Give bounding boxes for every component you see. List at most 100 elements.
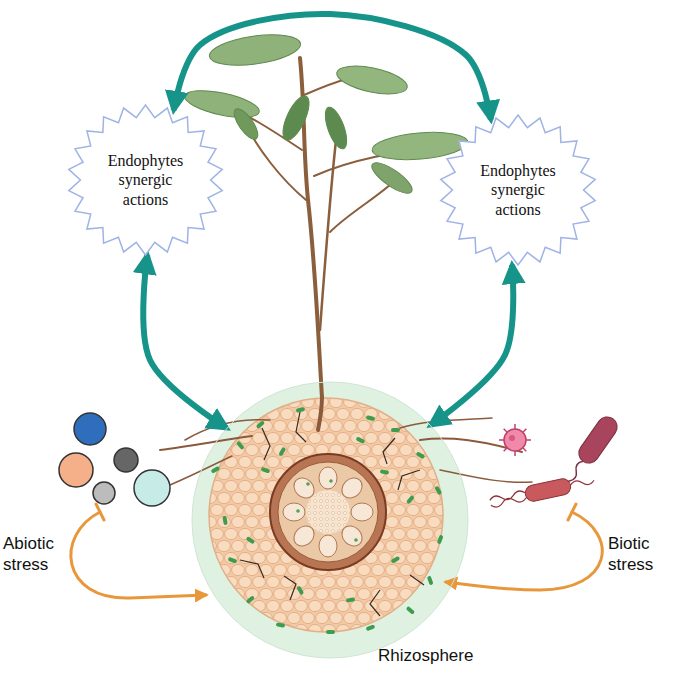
endophyte-cells bbox=[434, 486, 442, 496]
abiotic-particles bbox=[74, 413, 106, 445]
root-cross-section bbox=[290, 522, 318, 550]
endophyte-cells bbox=[296, 407, 306, 413]
hyphae bbox=[262, 428, 270, 460]
hyphae bbox=[296, 412, 306, 442]
plant-leaves bbox=[183, 30, 469, 199]
endophyte-cells bbox=[296, 586, 304, 596]
endophyte-cells bbox=[276, 622, 286, 628]
root-cross-section bbox=[296, 479, 358, 542]
endophyte-cells bbox=[366, 624, 376, 631]
endophyte-cells bbox=[211, 466, 221, 474]
node-text: Endophytes synergic actions bbox=[96, 151, 196, 209]
root-cross-section bbox=[192, 382, 468, 658]
plant-leaves bbox=[368, 158, 416, 199]
endophyte-cells bbox=[211, 407, 444, 634]
text-holder: Endophytes synergic actions bbox=[440, 115, 596, 265]
hyphae bbox=[240, 560, 264, 578]
root-cross-section bbox=[338, 474, 366, 502]
pathogens bbox=[509, 435, 515, 441]
starburst-outline bbox=[69, 105, 222, 255]
pathogens bbox=[570, 477, 595, 488]
root-cross-section bbox=[283, 467, 373, 557]
root-cross-section bbox=[192, 382, 468, 658]
double-arrow bbox=[430, 265, 513, 426]
pathogens bbox=[489, 490, 525, 503]
abiotic-particles bbox=[134, 470, 170, 506]
pathogens bbox=[575, 413, 621, 467]
root-cross-section bbox=[283, 503, 305, 521]
abiotic-particles bbox=[114, 448, 138, 472]
root-cross-section bbox=[306, 482, 310, 486]
endophyte-cells bbox=[391, 556, 401, 564]
root-cross-section bbox=[209, 398, 443, 632]
plant-leaves bbox=[207, 30, 302, 71]
plant-leaves bbox=[278, 92, 315, 143]
endophyte-cells bbox=[406, 606, 415, 615]
circle-outline bbox=[192, 382, 468, 658]
endophyte-cells bbox=[246, 536, 256, 544]
root-cross-section bbox=[354, 538, 358, 542]
pathogens bbox=[499, 424, 531, 456]
stress-arrows bbox=[96, 504, 104, 520]
plant-roots bbox=[318, 396, 322, 430]
starburst-node: Endophytes synergic actions bbox=[440, 115, 596, 265]
starburst-node: Endophytes synergic actions bbox=[68, 105, 223, 255]
stress-label: Abiotic stress bbox=[3, 533, 75, 576]
stress-arrows bbox=[568, 504, 576, 520]
endophyte-cells bbox=[246, 595, 255, 604]
plant-roots bbox=[400, 418, 492, 428]
node-text: Endophytes synergic actions bbox=[468, 161, 568, 219]
root-cross-section bbox=[319, 535, 337, 557]
hyphae bbox=[370, 590, 380, 616]
stress-arrows bbox=[71, 512, 206, 598]
plant-leaves bbox=[334, 61, 409, 99]
stress-arrows bbox=[446, 512, 602, 590]
pathogens bbox=[489, 472, 596, 510]
plant-leaves bbox=[230, 105, 262, 143]
endophyte-cells bbox=[222, 516, 228, 526]
endophyte-cells bbox=[406, 495, 415, 504]
root-cross-section bbox=[270, 454, 386, 570]
hyphae bbox=[240, 412, 424, 616]
pathogens bbox=[504, 429, 526, 451]
node-label: Rhizosphere bbox=[378, 646, 473, 666]
endophyte-cells bbox=[366, 415, 376, 421]
stress-label: Biotic stress bbox=[608, 533, 678, 576]
endophyte-cells bbox=[427, 576, 434, 586]
hyphae bbox=[284, 576, 296, 600]
rhizosphere-circle: Rhizosphere bbox=[192, 382, 468, 658]
root-cross-section bbox=[338, 522, 366, 550]
hyphae bbox=[383, 438, 395, 464]
endophyte-cells bbox=[380, 469, 390, 475]
text-holder: Endophytes synergic actions bbox=[68, 105, 223, 255]
plant-roots bbox=[185, 420, 270, 440]
starburst-outline bbox=[441, 115, 595, 265]
endophyte-cells bbox=[346, 597, 356, 603]
endophyte-cells bbox=[416, 451, 426, 459]
root-cross-section bbox=[329, 479, 333, 483]
pathogens bbox=[524, 477, 572, 502]
abiotic-particles bbox=[59, 453, 93, 487]
circle-outline bbox=[192, 382, 468, 658]
hyphae bbox=[398, 470, 420, 490]
endophyte-cells bbox=[228, 557, 238, 564]
hyphae bbox=[410, 575, 424, 585]
root-cross-section bbox=[296, 509, 300, 513]
plant-roots bbox=[160, 436, 252, 450]
stress-arrows bbox=[71, 504, 602, 598]
endophyte-cells bbox=[278, 447, 286, 457]
endophyte-cells bbox=[261, 467, 271, 474]
endophyte-cells bbox=[356, 436, 366, 443]
abiotic-particles bbox=[93, 482, 115, 504]
root-cross-section bbox=[278, 462, 378, 562]
double-arrow bbox=[174, 14, 491, 120]
endophyte-cells bbox=[437, 535, 444, 545]
endophyte-cells bbox=[236, 441, 245, 450]
endophyte-cells bbox=[391, 428, 400, 432]
pathogens bbox=[490, 495, 526, 508]
pathogens bbox=[489, 413, 621, 510]
